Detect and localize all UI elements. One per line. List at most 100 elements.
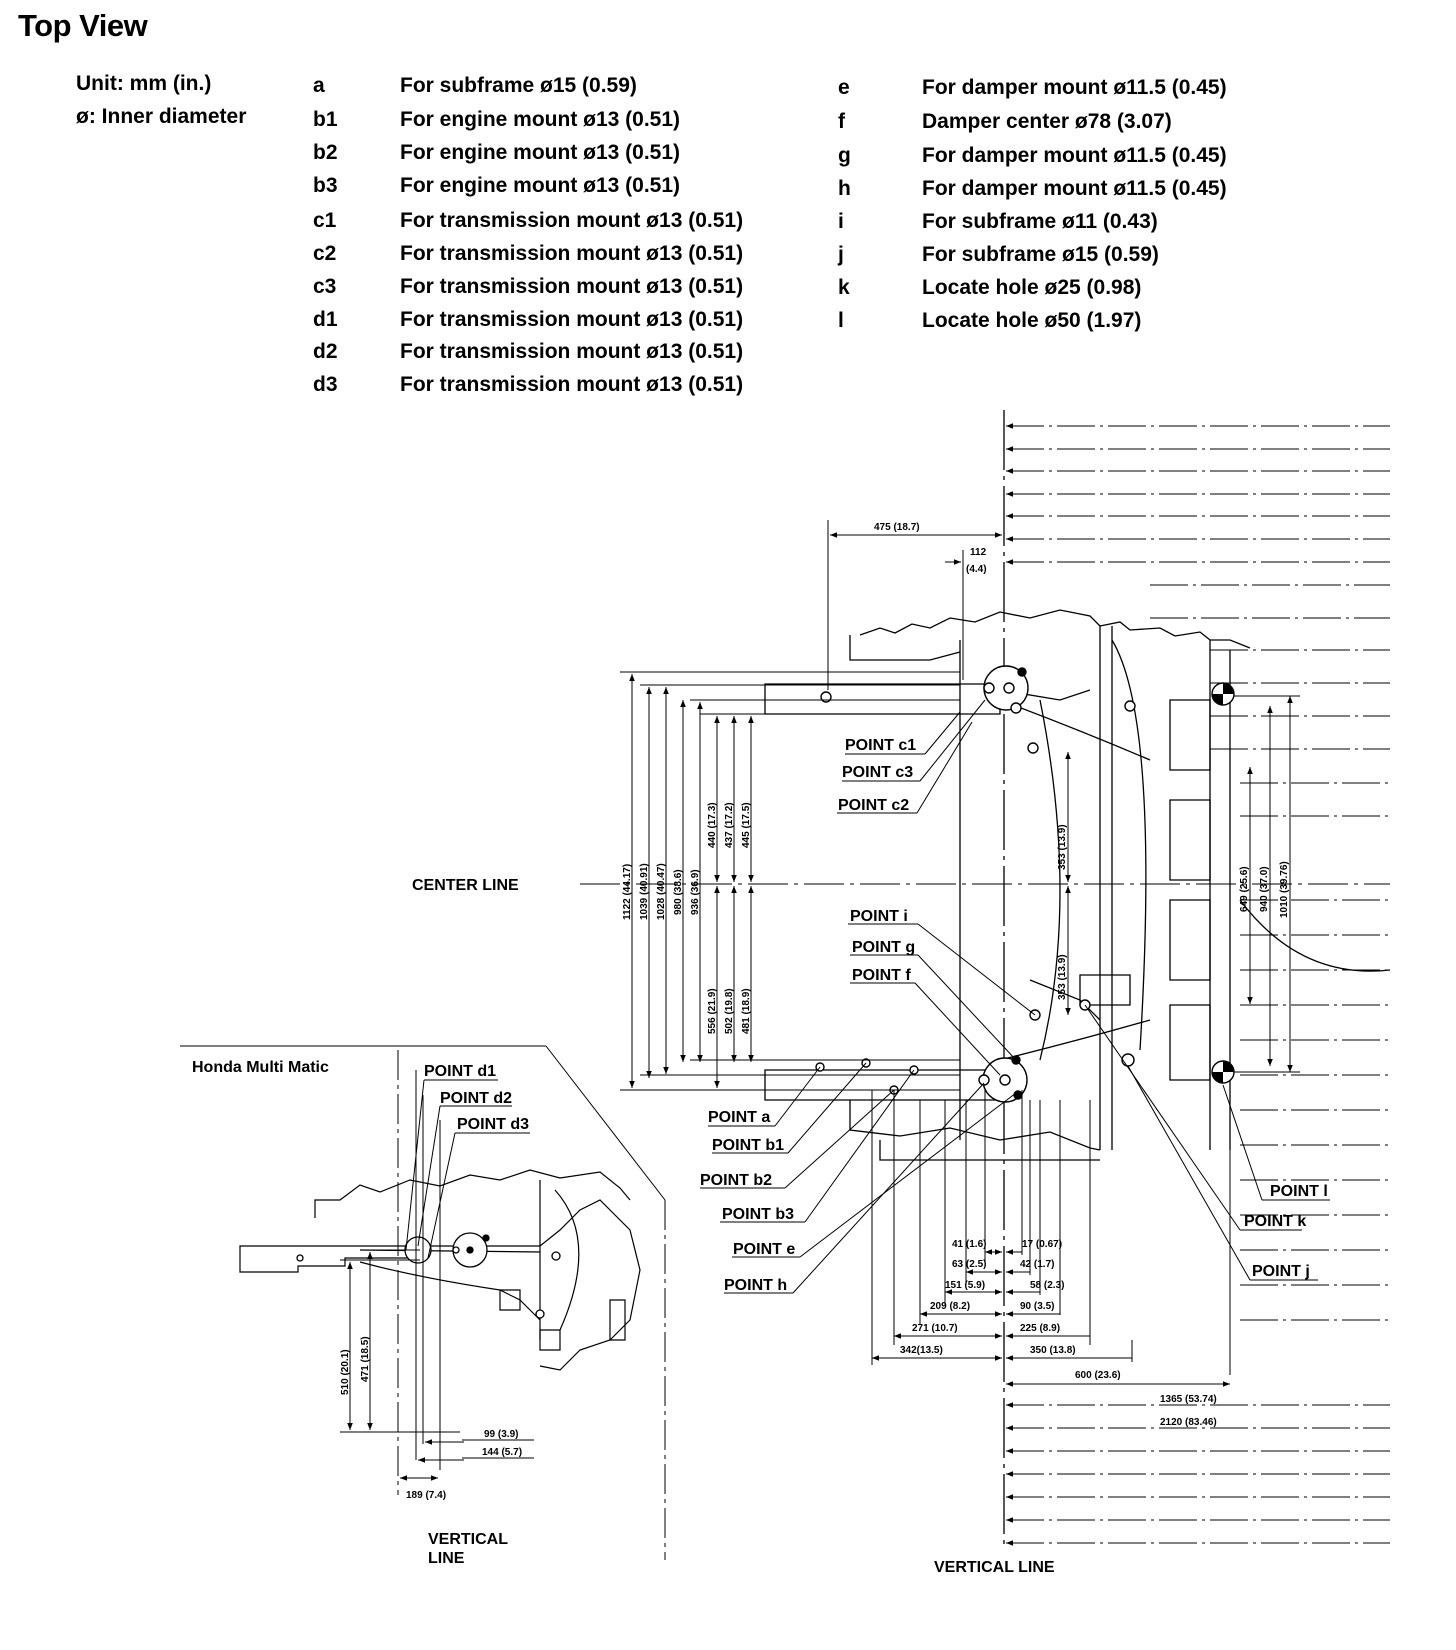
point-d1-label: POINT d1 (424, 1063, 496, 1080)
legend-text-c2: For transmission mount ø13 (0.51) (400, 242, 744, 265)
legend-text-a: For subframe ø15 (0.59) (400, 74, 637, 97)
point-b3-label: POINT b3 (722, 1206, 794, 1223)
legend-text-i: For subframe ø11 (0.43) (922, 210, 1158, 233)
dim-271: 271 (10.7) (912, 1323, 958, 1334)
legend-text-g: For damper mount ø11.5 (0.45) (922, 144, 1227, 167)
legend-key-d2: d2 (313, 340, 338, 363)
dim-940: 940 (37.0) (1259, 866, 1270, 912)
dim-99: 99 (3.9) (484, 1429, 518, 1440)
legend-text-e: For damper mount ø11.5 (0.45) (922, 76, 1227, 99)
legend-key-c3: c3 (313, 275, 337, 298)
diameter-note: ø: Inner diameter (76, 105, 247, 128)
point-h-label: POINT h (724, 1277, 787, 1294)
legend-key-g: g (838, 144, 851, 167)
chassis-outline (764, 609, 1391, 1161)
dim-17: 17 (0.67) (1022, 1239, 1062, 1250)
dim-342: 342(13.5) (900, 1345, 943, 1356)
dim-2120: 2120 (83.46) (1160, 1417, 1217, 1428)
page-title: Top View (18, 8, 148, 43)
dim-471: 471 (18.5) (360, 1336, 371, 1382)
inset-dimensions (340, 1050, 534, 1495)
dim-189: 189 (7.4) (406, 1490, 446, 1501)
center-line-label: CENTER LINE (412, 877, 519, 894)
legend-text-b2: For engine mount ø13 (0.51) (400, 141, 681, 164)
legend-key-c1: c1 (313, 209, 337, 232)
point-c1-label: POINT c1 (845, 737, 916, 754)
point-i-label: POINT i (850, 908, 908, 925)
dim-63: 63 (2.5) (952, 1259, 986, 1270)
dim-1122: 1122 (44.17) (622, 864, 633, 920)
dim-353-upper: 353 (13.9) (1057, 824, 1068, 870)
inset-point-leaders (405, 1079, 530, 1259)
legend-text-j: For subframe ø15 (0.59) (922, 243, 1159, 266)
dim-481: 481 (18.9) (741, 988, 752, 1034)
dim-1028: 1028 (40.47) (656, 863, 667, 920)
inset-mount-holes (296, 1232, 561, 1319)
dim-1365: 1365 (53.74) (1160, 1394, 1217, 1405)
legend-key-d3: d3 (313, 373, 338, 396)
legend-text-h: For damper mount ø11.5 (0.45) (922, 177, 1227, 200)
legend-text-f: Damper center ø78 (3.07) (922, 110, 1172, 133)
inset-title: Honda Multi Matic (192, 1059, 329, 1076)
dim-209: 209 (8.2) (930, 1301, 970, 1312)
point-g-label: POINT g (852, 939, 915, 956)
legend-text-k: Locate hole ø25 (0.98) (922, 276, 1142, 299)
dim-41: 41 (1.6) (952, 1239, 986, 1250)
bottom-dimensions (871, 1090, 1231, 1387)
point-c2-label: POINT c2 (838, 797, 909, 814)
point-b1-label: POINT b1 (712, 1137, 784, 1154)
inset-vertical-line-label-1: VERTICAL (428, 1531, 508, 1548)
legend-text-c1: For transmission mount ø13 (0.51) (400, 209, 744, 232)
dim-600: 600 (23.6) (1075, 1370, 1121, 1381)
legend-key-b1: b1 (313, 108, 338, 131)
legend-key-a: a (313, 74, 325, 97)
dim-90: 90 (3.5) (1020, 1301, 1054, 1312)
left-vertical-dimensions (620, 671, 960, 1091)
point-j-label: POINT j (1252, 1263, 1310, 1280)
dim-225: 225 (8.9) (1020, 1323, 1060, 1334)
point-d2-label: POINT d2 (440, 1090, 512, 1107)
legend-key-c2: c2 (313, 242, 337, 265)
legend-key-b2: b2 (313, 141, 338, 164)
legend-text-b1: For engine mount ø13 (0.51) (400, 108, 681, 131)
locate-hole-markers (1212, 683, 1234, 1083)
dim-649: 649 (25.6) (1239, 866, 1250, 912)
dim-42: 42 (1.7) (1020, 1259, 1054, 1270)
legend-key-d1: d1 (313, 308, 338, 331)
legend-key-b3: b3 (313, 174, 338, 197)
dim-1010: 1010 (39.76) (1279, 861, 1290, 918)
point-b2-label: POINT b2 (700, 1172, 772, 1189)
reference-lines (1006, 423, 1390, 1546)
vertical-line-label: VERTICAL LINE (934, 1559, 1055, 1576)
point-f-label: POINT f (852, 967, 911, 984)
legend-text-d3: For transmission mount ø13 (0.51) (400, 373, 744, 396)
unit-label: Unit: mm (in.) (76, 72, 212, 95)
dim-440: 440 (17.3) (707, 802, 718, 848)
top-dimensions (827, 520, 1030, 690)
inset-vertical-line-label-2: LINE (428, 1550, 465, 1567)
point-k-label: POINT k (1244, 1213, 1306, 1230)
legend-key-f: f (838, 110, 845, 133)
legend-key-i: i (838, 210, 844, 233)
point-l-label: POINT l (1270, 1183, 1328, 1200)
dim-510: 510 (20.1) (340, 1349, 351, 1395)
dim-144: 144 (5.7) (482, 1447, 522, 1458)
legend-text-d1: For transmission mount ø13 (0.51) (400, 308, 744, 331)
inset-frame (180, 1045, 666, 1560)
dim-112: 112 (970, 547, 987, 558)
dim-1039: 1039 (40.91) (639, 863, 650, 920)
legend-text-d2: For transmission mount ø13 (0.51) (400, 340, 744, 363)
point-a-label: POINT a (708, 1109, 770, 1126)
dim-350: 350 (13.8) (1030, 1345, 1076, 1356)
legend-key-j: j (838, 243, 844, 266)
legend-text-c3: For transmission mount ø13 (0.51) (400, 275, 744, 298)
point-d3-label: POINT d3 (457, 1116, 529, 1133)
dim-58: 58 (2.3) (1030, 1280, 1064, 1291)
dim-151: 151 (5.9) (945, 1280, 985, 1291)
dim-936: 936 (36.9) (690, 869, 701, 915)
dim-445: 445 (17.5) (741, 802, 752, 848)
point-c3-label: POINT c3 (842, 764, 913, 781)
point-leaders (700, 699, 1330, 1294)
dim-502: 502 (19.8) (724, 988, 735, 1034)
